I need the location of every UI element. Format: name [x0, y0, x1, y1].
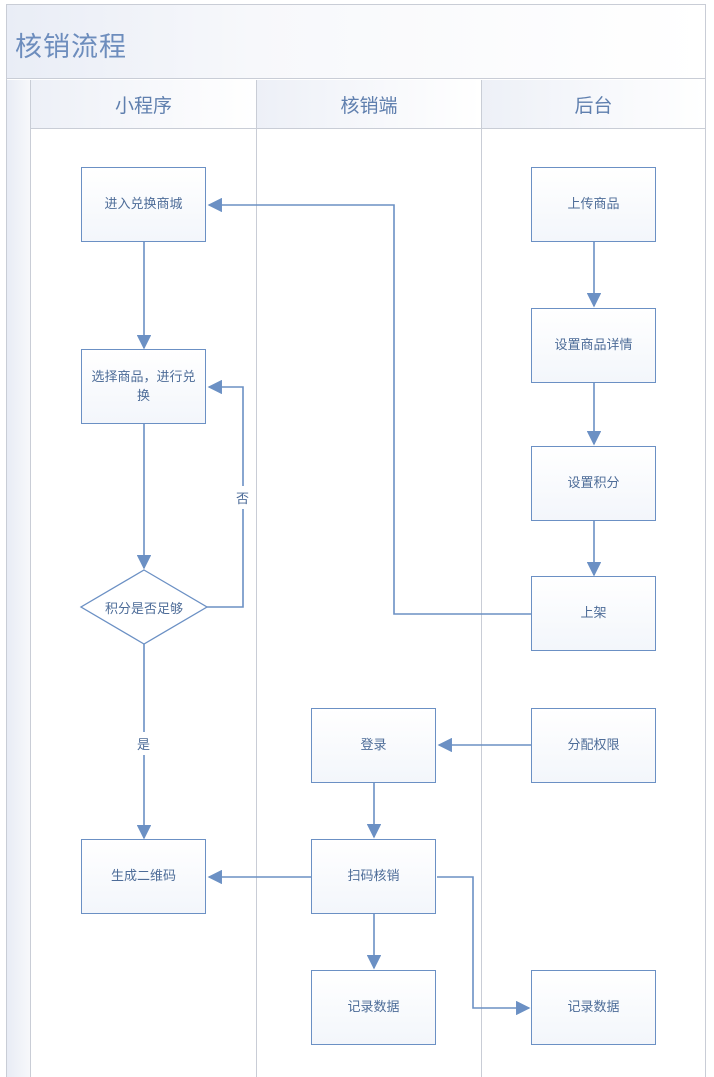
lane-divider — [256, 129, 257, 1077]
lane-side-strip — [7, 80, 31, 1077]
node-assign-permissions: 分配权限 — [531, 708, 656, 783]
node-login: 登录 — [311, 708, 436, 783]
edge-scan-to-record-right — [437, 876, 531, 1016]
node-record-data-verifier: 记录数据 — [311, 970, 436, 1045]
node-shelve: 上架 — [531, 576, 656, 651]
lane-header-miniprogram: 小程序 — [31, 80, 257, 129]
edge-shelve-to-enter — [207, 197, 531, 615]
lane-header-backend: 后台 — [482, 80, 706, 129]
diagram-title: 核销流程 — [15, 32, 127, 63]
edge-label-no: 否 — [236, 486, 250, 509]
node-select-goods: 选择商品，进行兑换 — [81, 349, 206, 424]
lane-divider — [481, 129, 482, 1077]
decision-diamond-shape — [79, 569, 209, 645]
node-scan-verify: 扫码核销 — [311, 839, 436, 914]
lane-divider — [705, 129, 706, 1077]
node-record-data-backend: 记录数据 — [531, 970, 656, 1045]
decision-points-enough: 积分是否足够 — [104, 602, 183, 617]
edge-label-yes: 是 — [137, 732, 151, 755]
node-set-points: 设置积分 — [531, 446, 656, 521]
diagram-title-bar: 核销流程 — [7, 5, 705, 79]
node-set-goods-details: 设置商品详情 — [531, 308, 656, 383]
node-generate-qrcode: 生成二维码 — [81, 839, 206, 914]
lane-header-verifier: 核销端 — [257, 80, 482, 129]
node-upload-goods: 上传商品 — [531, 167, 656, 242]
node-enter-mall: 进入兑换商城 — [81, 167, 206, 242]
